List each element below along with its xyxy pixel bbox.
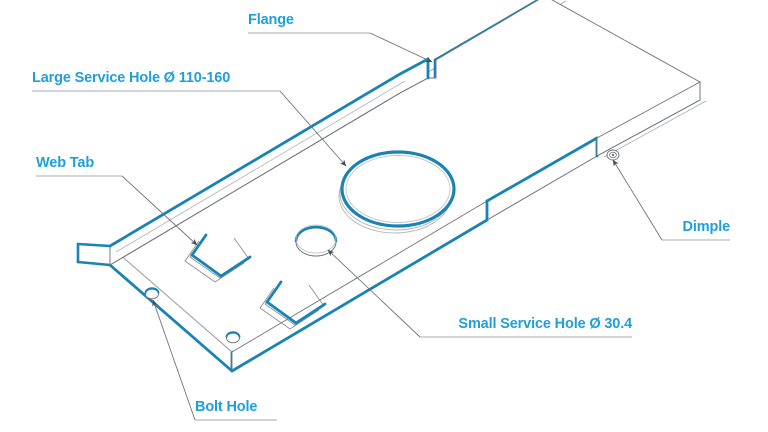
web-tab-lower xyxy=(259,280,327,330)
bolt-hole xyxy=(225,331,241,344)
callout-leader-web-tab xyxy=(121,175,198,246)
callout-label-large-service-hole: Large Service Hole Ø 110-160 xyxy=(32,70,231,86)
callout-label-small-service-hole: Small Service Hole Ø 30.4 xyxy=(458,316,632,332)
small-service-hole xyxy=(294,224,338,257)
channel-part xyxy=(76,0,707,373)
callout-label-web-tab: Web Tab xyxy=(36,155,95,171)
callout-leader-flange xyxy=(369,32,433,63)
flange-near-right xyxy=(230,136,599,373)
web-tab-upper xyxy=(184,233,252,283)
dimple-icon xyxy=(606,149,620,161)
callout-leader-large-hole xyxy=(279,90,347,167)
callout-leader-small-hole xyxy=(327,249,421,338)
callout-leader-dimple xyxy=(612,159,663,241)
large-service-hole xyxy=(338,150,456,234)
callout-leader-bolt-hole xyxy=(152,299,196,421)
callout-label-flange: Flange xyxy=(248,12,294,28)
callout-label-dimple: Dimple xyxy=(682,219,731,235)
flange-far-upright xyxy=(596,81,707,161)
callout-label-bolt-hole: Bolt Hole xyxy=(195,399,258,415)
callout-leaders xyxy=(32,32,730,421)
flange-far-left xyxy=(108,57,430,266)
bolt-hole xyxy=(144,287,160,300)
